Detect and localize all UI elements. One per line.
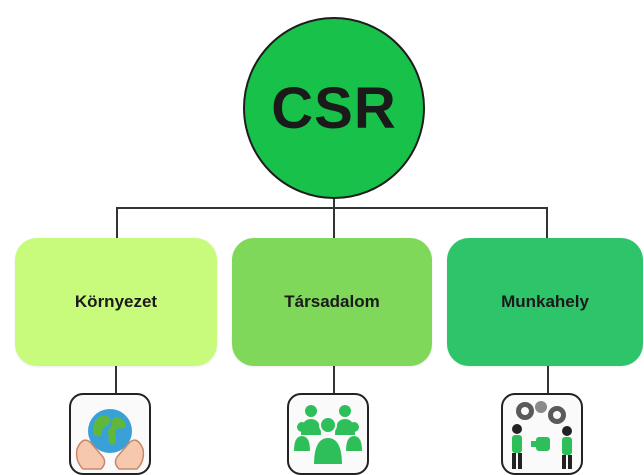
society-icon-box <box>287 393 369 475</box>
branch-label-workplace: Munkahely <box>501 292 589 311</box>
branch-node-workplace: Munkahely <box>447 238 643 366</box>
branch-node-environment: Környezet <box>15 238 217 366</box>
branch-node-society: Társadalom <box>232 238 432 366</box>
environment-icon-box <box>69 393 151 475</box>
branch-label-environment: Környezet <box>74 292 158 311</box>
root-node-csr: CSR <box>243 17 425 199</box>
people-group-icon <box>294 405 362 466</box>
branch-label-society: Társadalom <box>284 292 380 311</box>
workplace-icon-box <box>501 393 583 475</box>
earth-in-hands-icon <box>75 409 145 470</box>
teamwork-gears-icon <box>512 401 572 469</box>
root-label: CSR <box>271 75 397 141</box>
